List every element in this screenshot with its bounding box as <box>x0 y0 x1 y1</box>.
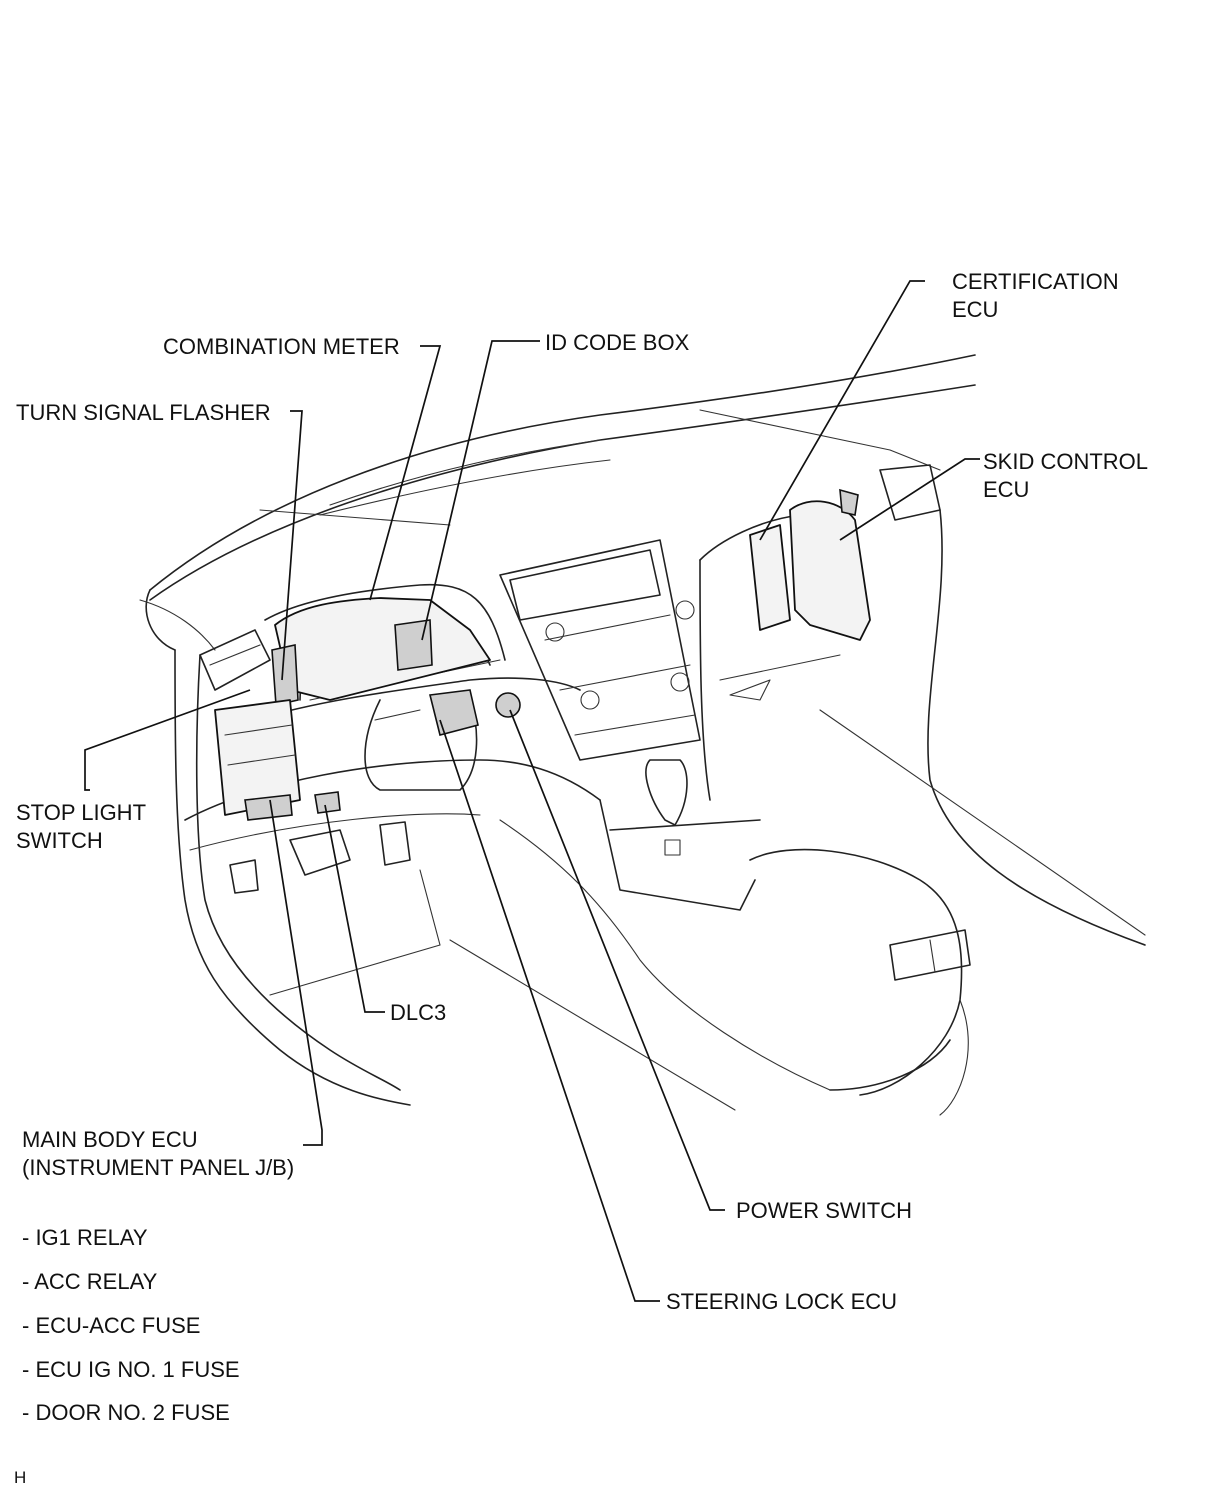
certification-ecu-label-line1: CERTIFICATION <box>952 269 1119 294</box>
list-item: - IG1 RELAY <box>22 1225 148 1250</box>
skid-control-ecu-part <box>789 488 871 641</box>
main-body-ecu-label-line1: MAIN BODY ECU <box>22 1127 198 1152</box>
certification-ecu-label-line2: ECU <box>952 297 998 322</box>
main-body-ecu-item-list: - IG1 RELAY - ACC RELAY - ECU-ACC FUSE -… <box>22 1225 240 1425</box>
list-item: - ACC RELAY <box>22 1269 158 1294</box>
power-switch-part <box>495 692 521 718</box>
skid-control-ecu-label-line1: SKID CONTROL <box>983 449 1148 474</box>
main-body-ecu-label-line2: (INSTRUMENT PANEL J/B) <box>22 1155 294 1180</box>
id-code-box-label: ID CODE BOX <box>545 330 690 355</box>
dlc3-label: DLC3 <box>390 1000 446 1025</box>
steering-lock-ecu-label: STEERING LOCK ECU <box>666 1289 897 1314</box>
list-item: - ECU-ACC FUSE <box>22 1313 200 1338</box>
list-item: - DOOR NO. 2 FUSE <box>22 1400 230 1425</box>
skid-control-ecu-label-line2: ECU <box>983 477 1029 502</box>
combination-meter-label: COMBINATION METER <box>163 334 400 359</box>
power-switch-label: POWER SWITCH <box>736 1198 912 1223</box>
turn-signal-flasher-label: TURN SIGNAL FLASHER <box>16 400 271 425</box>
list-item: - ECU IG NO. 1 FUSE <box>22 1357 240 1382</box>
stop-light-switch-label-line2: SWITCH <box>16 828 103 853</box>
steering-lock-ecu-part <box>429 689 479 736</box>
stop-light-switch-label-line1: STOP LIGHT <box>16 800 146 825</box>
combination-meter-part <box>274 597 491 701</box>
turn-signal-flasher-part <box>271 644 299 706</box>
leader-lines <box>84 280 980 1302</box>
main-body-ecu-part <box>214 699 301 821</box>
certification-ecu-part <box>749 524 791 631</box>
dashboard-illustration <box>139 354 1146 1116</box>
corner-mark: H <box>14 1468 26 1487</box>
dlc3-part <box>314 791 341 814</box>
